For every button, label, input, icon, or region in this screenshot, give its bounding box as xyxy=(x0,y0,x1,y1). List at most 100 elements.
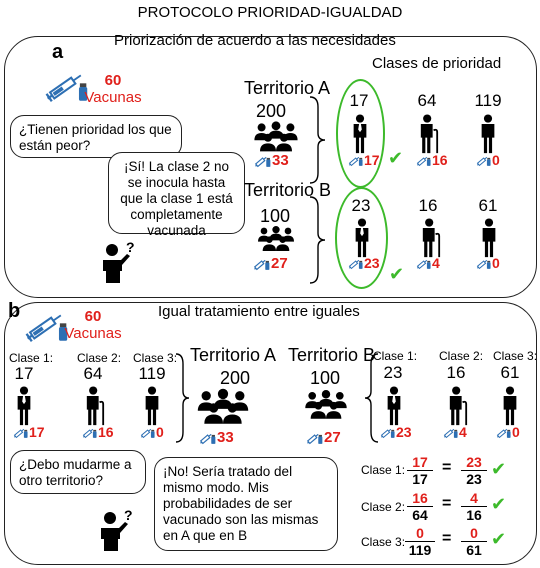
panel-b xyxy=(4,302,537,565)
class-count: 17 xyxy=(349,91,369,110)
panel-a-vaccines: 60 Vacunas xyxy=(78,72,148,106)
territory-a-doses: 33 xyxy=(217,429,234,446)
answer-bubble-b: ¡No! Sería tratado del mismo modo. Mis p… xyxy=(154,457,338,551)
brace xyxy=(175,353,190,443)
main-title: PROTOCOLO PRIORIDAD-IGUALDAD xyxy=(137,4,403,21)
class-doses: 17 xyxy=(29,424,45,440)
fraction-b: 23 23 xyxy=(461,454,487,488)
denominator: 16 xyxy=(466,507,482,523)
territory-a-label: Territorio A xyxy=(244,78,331,98)
class-count: 61 xyxy=(478,196,498,215)
class-doses: 0 xyxy=(156,424,164,440)
class-doses: 4 xyxy=(459,424,467,440)
question-bubble-a: ¿Tienen prioridad los que están peor? xyxy=(10,115,182,158)
territory-b-population: 100 xyxy=(259,206,291,226)
vaccine-icon xyxy=(82,427,98,440)
thinking-person-icon xyxy=(100,240,140,284)
class-label: Clase 2: xyxy=(77,351,122,365)
class-doses: 4 xyxy=(432,255,440,271)
class-doses: 16 xyxy=(98,424,114,440)
person-tie-icon xyxy=(384,386,404,426)
denominator: 23 xyxy=(466,471,482,487)
person-tie-icon xyxy=(352,218,372,258)
crowd-icon xyxy=(256,224,296,254)
crowd-icon xyxy=(252,120,300,154)
territory-b-label: Territorio B xyxy=(288,345,376,365)
denominator: 119 xyxy=(408,542,432,558)
person-tie-icon xyxy=(14,386,34,426)
class-doses: 0 xyxy=(492,152,500,168)
vaccine-icon xyxy=(380,427,396,440)
vaccine-icon xyxy=(348,258,364,271)
class-doses: 0 xyxy=(512,424,520,440)
numerator: 17 xyxy=(407,454,433,471)
elderly-person-icon xyxy=(418,114,440,154)
person-icon xyxy=(479,218,499,258)
fraction-a: 0 119 xyxy=(405,525,435,559)
vaccine-icon xyxy=(476,258,492,271)
question-bubble-b: ¿Debo mudarme a otro territorio? xyxy=(10,450,146,494)
numerator: 0 xyxy=(405,525,435,542)
vaccine-icon xyxy=(13,427,29,440)
class-doses: 17 xyxy=(364,152,380,168)
vaccines-count: 60 xyxy=(84,308,102,325)
vaccines-label: Vacunas xyxy=(84,89,142,106)
fraction-b: 0 61 xyxy=(461,525,487,559)
elderly-person-icon xyxy=(84,386,106,426)
vaccine-icon xyxy=(476,155,492,168)
denominator: 61 xyxy=(466,542,482,558)
check-icon: ✔ xyxy=(389,264,405,284)
vaccines-label: Vacunas xyxy=(64,325,122,342)
person-tie-icon xyxy=(350,114,370,154)
elderly-person-icon xyxy=(420,218,442,258)
class-count: 119 xyxy=(474,91,502,110)
panel-b-vaccines: 60 Vacunas xyxy=(58,308,128,342)
person-icon xyxy=(478,114,498,154)
territory-a-population: 200 xyxy=(255,101,287,121)
check-icon: ✔ xyxy=(491,529,507,549)
panel-b-heading: Igual tratamiento entre iguales xyxy=(158,303,360,320)
class-count: 23 xyxy=(351,196,371,215)
class-count: 16 xyxy=(446,363,466,382)
class-label: Clase 3: xyxy=(493,349,538,363)
class-doses: 16 xyxy=(432,152,448,168)
class-count: 61 xyxy=(500,363,520,382)
thinking-person-icon xyxy=(98,508,138,552)
denominator: 64 xyxy=(412,507,428,523)
numerator: 0 xyxy=(461,525,487,542)
class-count: 64 xyxy=(417,91,437,110)
person-icon xyxy=(500,386,520,426)
vaccine-icon xyxy=(348,155,364,168)
elderly-person-icon xyxy=(447,386,469,426)
class-label: Clase 1: xyxy=(9,351,54,365)
brace xyxy=(309,96,326,184)
brace xyxy=(309,196,326,284)
vaccine-icon xyxy=(306,432,324,446)
class-label: Clase 1: xyxy=(373,349,418,363)
class-doses: 23 xyxy=(364,255,380,271)
territory-a-label: Territorio A xyxy=(190,345,277,365)
territory-b-doses: 27 xyxy=(324,429,341,446)
class-doses: 0 xyxy=(492,255,500,271)
class-count: 64 xyxy=(83,364,103,383)
equals-sign: = xyxy=(442,459,452,476)
equation-label: Clase 1: xyxy=(361,463,406,477)
numerator: 16 xyxy=(407,490,433,507)
vaccine-icon xyxy=(140,427,156,440)
equals-sign: = xyxy=(442,495,452,512)
highlight-ellipse xyxy=(335,187,388,289)
fraction-a: 17 17 xyxy=(407,454,433,488)
numerator: 23 xyxy=(461,454,487,471)
equation-label: Clase 2: xyxy=(361,500,406,514)
equation-label: Clase 3: xyxy=(361,535,406,549)
numerator: 4 xyxy=(461,490,487,507)
class-count: 16 xyxy=(418,196,438,215)
vaccine-icon xyxy=(254,155,272,169)
panel-b-letter: b xyxy=(8,300,21,322)
vaccine-icon xyxy=(253,258,271,272)
check-icon: ✔ xyxy=(388,148,404,168)
vaccine-icon xyxy=(199,432,217,446)
vaccines-count: 60 xyxy=(104,72,122,89)
panel-a xyxy=(4,36,537,298)
classes-heading: Clases de prioridad xyxy=(372,55,502,72)
